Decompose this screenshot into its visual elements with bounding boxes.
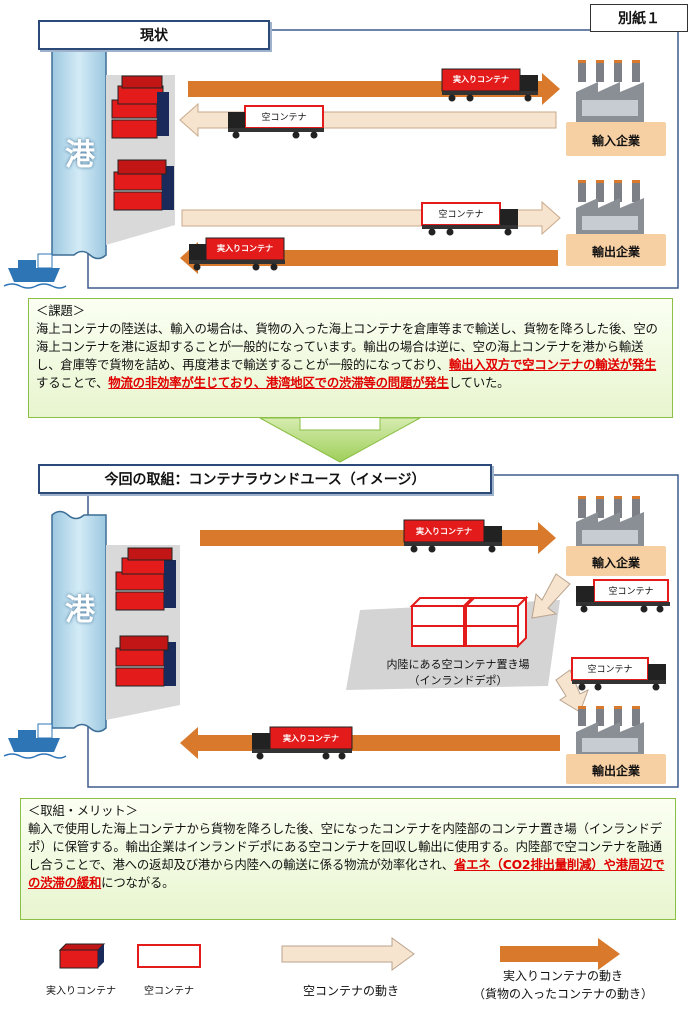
truck-label-empty: 空コンテナ	[261, 113, 307, 123]
inland-depot-sublabel: （インランドデポ）	[408, 674, 508, 687]
truck-icon	[441, 68, 538, 102]
exporter-label: 輸出企業	[591, 245, 640, 259]
importer-label: 輸入企業	[591, 134, 640, 148]
merit-heading: ＜取組・メリット＞	[28, 803, 138, 818]
port-label: 港	[65, 593, 95, 628]
current-section-title: 現状	[38, 20, 270, 50]
legend-empty-container-label: 空コンテナ	[144, 986, 194, 997]
truck-label-full: 実入りコンテナ	[453, 75, 509, 84]
truck-label-empty: 空コンテナ	[438, 210, 484, 220]
full-arrow	[180, 727, 560, 759]
truck-label-full: 実入りコンテナ	[217, 244, 273, 253]
merit-highlight: 省エネ（CO2排出量削減）や港周辺での渋滞の緩和	[28, 857, 665, 890]
legend-empty-arrow	[281, 937, 415, 971]
truck-icon	[421, 202, 518, 236]
container-stack-icon	[113, 159, 174, 211]
truck-label-empty: 空コンテナ	[587, 665, 633, 675]
factory-icon	[566, 180, 666, 266]
importer-label: 輸入企業	[591, 556, 640, 570]
legend-full-container-label: 実入りコンテナ	[46, 986, 116, 997]
container-stack-icon	[409, 595, 529, 649]
new-section-title: 今回の取組：コンテナラウンドユース（イメージ）	[38, 464, 492, 494]
down-arrow-icon	[259, 417, 421, 463]
empty-arrow	[531, 573, 571, 619]
legend-full-arrow	[500, 938, 620, 970]
ship-icon	[3, 253, 67, 289]
issue-text: することで、	[36, 375, 109, 390]
exporter-label: 輸出企業	[591, 764, 640, 778]
issue-text: していた。	[448, 375, 510, 390]
issue-box: ＜課題＞ 海上コンテナの陸送は、輸入の場合は、貨物の入った海上コンテナを倉庫等ま…	[28, 298, 673, 418]
container-stack-icon	[115, 547, 176, 611]
truck-icon	[228, 105, 324, 139]
truck-icon	[576, 579, 670, 613]
truck-label-full: 実入りコンテナ	[283, 734, 339, 743]
port-pillar	[51, 510, 107, 733]
issue-highlight: 物流の非効率が生じており、港湾地区での渋滞等の問題が発生	[108, 375, 449, 390]
issue-heading: ＜課題＞	[36, 303, 85, 318]
merit-text: につながる。	[101, 875, 175, 890]
issue-text: 海上コンテナの陸送は、輸入の場合は、貨物の入った海上コンテナを倉庫等まで輸送し、…	[36, 321, 658, 372]
legend-empty-movement-label: 空コンテナの動き	[302, 984, 399, 998]
truck-label-empty: 空コンテナ	[608, 587, 654, 597]
legend-full-movement-sublabel: （貨物の入ったコンテナの動き）	[472, 987, 653, 1001]
truck-icon	[252, 726, 353, 760]
inland-depot-label: 内陸にある空コンテナ置き場	[386, 658, 530, 671]
truck-icon	[403, 519, 502, 553]
legend-full-container-icon	[58, 943, 106, 969]
issue-body: 海上コンテナの陸送は、輸入の場合は、貨物の入った海上コンテナを倉庫等まで輸送し、…	[36, 320, 665, 392]
ship-icon	[3, 723, 67, 759]
merit-text: 輸入で使用した海上コンテナから貨物を降ろした後、空になったコンテナを内陸部のコン…	[28, 821, 662, 872]
issue-highlight: 輸出入双方で空コンテナの輸送が発生	[449, 357, 657, 372]
legend-empty-container-icon	[137, 944, 201, 968]
merit-body: 輸入で使用した海上コンテナから貨物を降ろした後、空になったコンテナを内陸部のコン…	[28, 820, 668, 892]
merit-box: ＜取組・メリット＞ 輸入で使用した海上コンテナから貨物を降ろした後、空になったコ…	[20, 798, 676, 920]
container-stack-icon	[115, 635, 176, 687]
attachment-label: 別紙１	[590, 4, 688, 32]
factory-icon	[566, 496, 666, 576]
factory-icon	[566, 706, 666, 784]
port-label: 港	[65, 138, 95, 173]
full-arrow	[200, 522, 556, 554]
container-stack-icon	[111, 75, 169, 139]
factory-icon	[566, 60, 666, 156]
truck-icon	[571, 657, 666, 691]
truck-label-full: 実入りコンテナ	[416, 527, 472, 536]
legend-full-movement-label: 実入りコンテナの動き	[502, 969, 623, 983]
truck-icon	[189, 237, 285, 271]
